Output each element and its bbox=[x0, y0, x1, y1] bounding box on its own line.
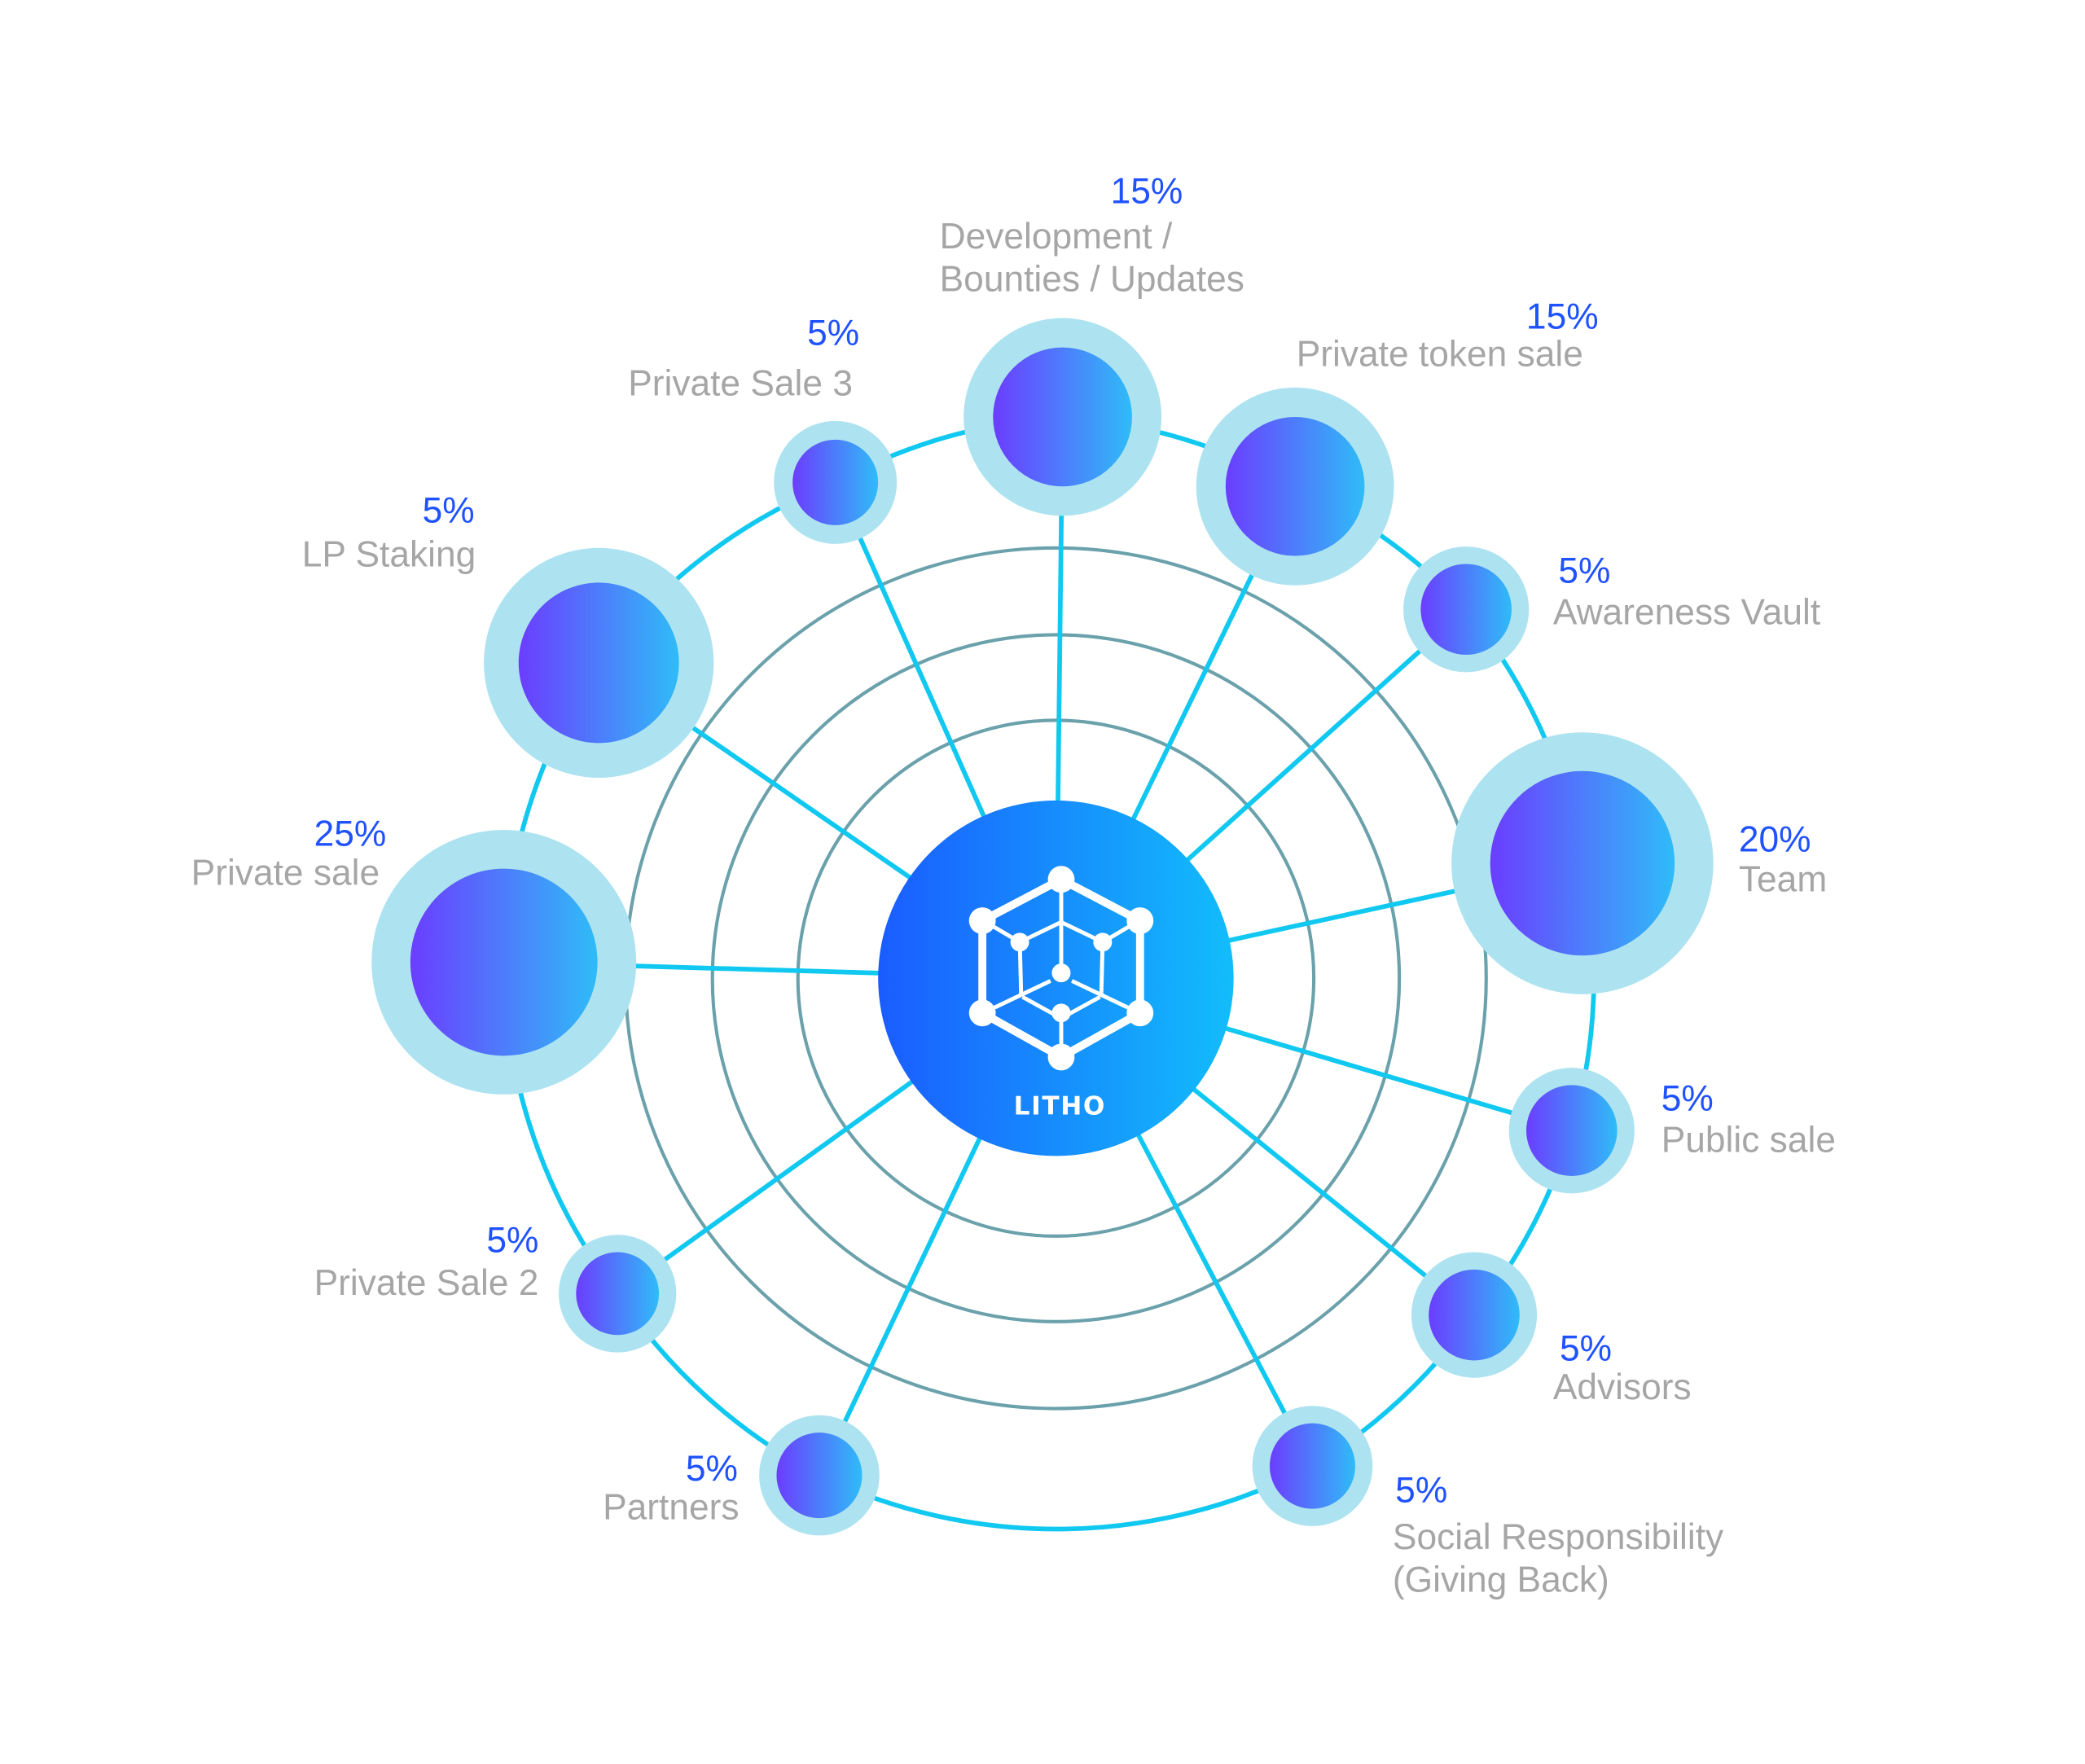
allocation-bubble bbox=[1403, 546, 1530, 673]
allocation-bubble bbox=[1451, 732, 1714, 994]
percent-label: 15% bbox=[1111, 171, 1183, 211]
category-label: (Giving Back) bbox=[1393, 1560, 1609, 1599]
bubble-core bbox=[1526, 1085, 1618, 1176]
bubble-core bbox=[1420, 564, 1512, 656]
bubble-core bbox=[993, 347, 1132, 487]
concentric-rings bbox=[623, 546, 1488, 1411]
percent-label: 5% bbox=[807, 313, 859, 353]
allocation-bubble bbox=[1411, 1252, 1538, 1378]
percent-label: 15% bbox=[1526, 297, 1599, 337]
category-label: Advisors bbox=[1553, 1367, 1692, 1407]
percent-label: 25% bbox=[314, 814, 387, 854]
allocation-bubble bbox=[371, 830, 637, 1095]
percent-label: 5% bbox=[1395, 1470, 1447, 1510]
category-label: Private token sale bbox=[1297, 335, 1583, 375]
allocation-bubble bbox=[1252, 1406, 1373, 1526]
bubble-core bbox=[518, 582, 679, 744]
category-label: Private Sale 2 bbox=[314, 1263, 539, 1303]
category-label: Private Sale 3 bbox=[628, 364, 853, 404]
bubble-core bbox=[1429, 1269, 1520, 1361]
allocation-bubble bbox=[774, 420, 898, 544]
category-label: Private sale bbox=[191, 853, 380, 893]
bubble-core bbox=[410, 868, 598, 1056]
category-label: Partners bbox=[603, 1488, 739, 1528]
allocation-bubble bbox=[484, 547, 714, 779]
bubble-core bbox=[1490, 770, 1675, 956]
bubble-core bbox=[776, 1433, 863, 1519]
category-label: Development / bbox=[940, 217, 1173, 257]
bubble-core bbox=[1269, 1423, 1355, 1509]
bubble-core bbox=[1225, 416, 1365, 556]
litho-logo-icon bbox=[968, 866, 1154, 1071]
percent-label: 5% bbox=[1661, 1079, 1714, 1119]
percent-label: 5% bbox=[686, 1449, 738, 1489]
center-label: LITHO bbox=[1014, 1092, 1106, 1121]
allocation-bubble bbox=[759, 1415, 880, 1536]
allocation-bubble bbox=[1508, 1068, 1635, 1194]
category-label: Public sale bbox=[1661, 1120, 1836, 1160]
percent-label: 5% bbox=[423, 491, 475, 531]
ring bbox=[710, 633, 1402, 1323]
category-label: Team bbox=[1739, 859, 1827, 899]
category-label: Social Responsibility bbox=[1393, 1517, 1724, 1557]
center-hub: LITHO bbox=[878, 800, 1234, 1156]
category-label: Bounties / Updates bbox=[940, 260, 1244, 300]
percent-label: 5% bbox=[486, 1221, 538, 1261]
allocation-bubble bbox=[963, 318, 1162, 516]
percent-label: 5% bbox=[1558, 551, 1610, 590]
allocation-bubble bbox=[558, 1235, 677, 1353]
bubble-core bbox=[792, 439, 879, 525]
category-label: LP Staking bbox=[302, 535, 476, 575]
bubble-core bbox=[576, 1252, 660, 1336]
percent-label: 20% bbox=[1739, 819, 1811, 859]
ring bbox=[796, 718, 1316, 1238]
percent-label: 5% bbox=[1560, 1328, 1612, 1368]
category-label: Awareness Vault bbox=[1553, 592, 1820, 632]
allocation-bubble bbox=[1196, 387, 1394, 586]
